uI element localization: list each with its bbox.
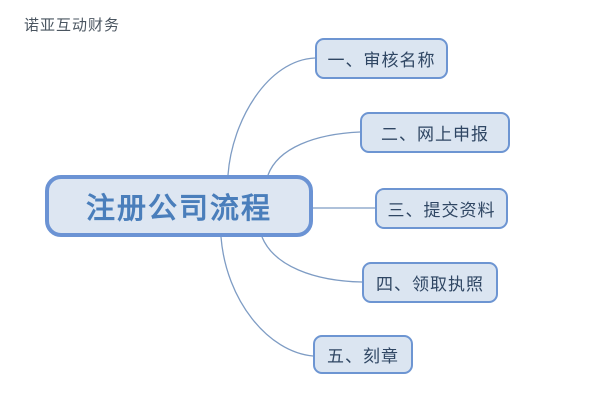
connector-branch-1 — [227, 57, 316, 176]
branch-node-5[interactable]: 五、刻章 — [313, 335, 413, 374]
connector-branch-5 — [220, 236, 314, 357]
connector-branch-4 — [261, 236, 363, 283]
center-node[interactable]: 注册公司流程 — [45, 175, 313, 237]
watermark-text: 诺亚互动财务 — [24, 16, 121, 34]
branch-node-3[interactable]: 三、提交资料 — [375, 188, 508, 229]
branch-node-1-label: 一、审核名称 — [327, 51, 436, 71]
connector-branch-2 — [267, 131, 361, 176]
branch-node-2[interactable]: 二、网上申报 — [360, 112, 510, 153]
branch-node-4-label: 四、领取执照 — [376, 275, 484, 295]
branch-node-2-label: 二、网上申报 — [381, 125, 489, 145]
center-node-label: 注册公司流程 — [85, 191, 272, 225]
branch-node-5-label: 五、刻章 — [327, 347, 399, 367]
branch-node-4[interactable]: 四、领取执照 — [362, 262, 498, 303]
branch-node-1[interactable]: 一、审核名称 — [315, 38, 448, 79]
branch-node-3-label: 三、提交资料 — [387, 201, 496, 221]
